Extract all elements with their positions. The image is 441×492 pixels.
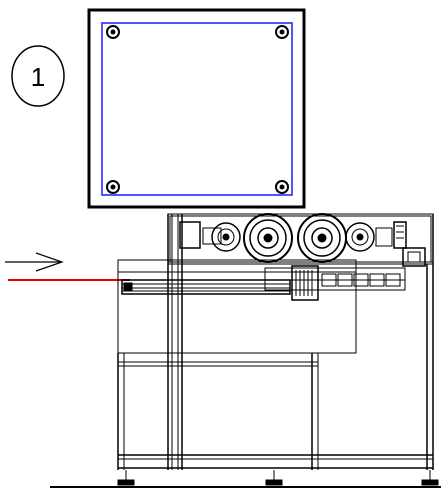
- callout-bubble: 1: [11, 45, 65, 107]
- panel-inner-outline: [101, 22, 293, 196]
- leveling-foot: [117, 470, 135, 486]
- machine-frame: [117, 213, 439, 486]
- bolt-hole-icon: [275, 180, 289, 194]
- bolt-hole-icon: [106, 180, 120, 194]
- bolt-hole-icon: [106, 25, 120, 39]
- top-panel: [87, 8, 306, 209]
- roller-right: [297, 213, 347, 263]
- roller-left: [243, 213, 293, 263]
- callout-number: 1: [31, 62, 45, 92]
- arrow-right-icon: [5, 252, 64, 272]
- leveling-foot: [421, 470, 439, 486]
- bolt-hole-icon: [275, 25, 289, 39]
- leveling-foot: [265, 470, 283, 486]
